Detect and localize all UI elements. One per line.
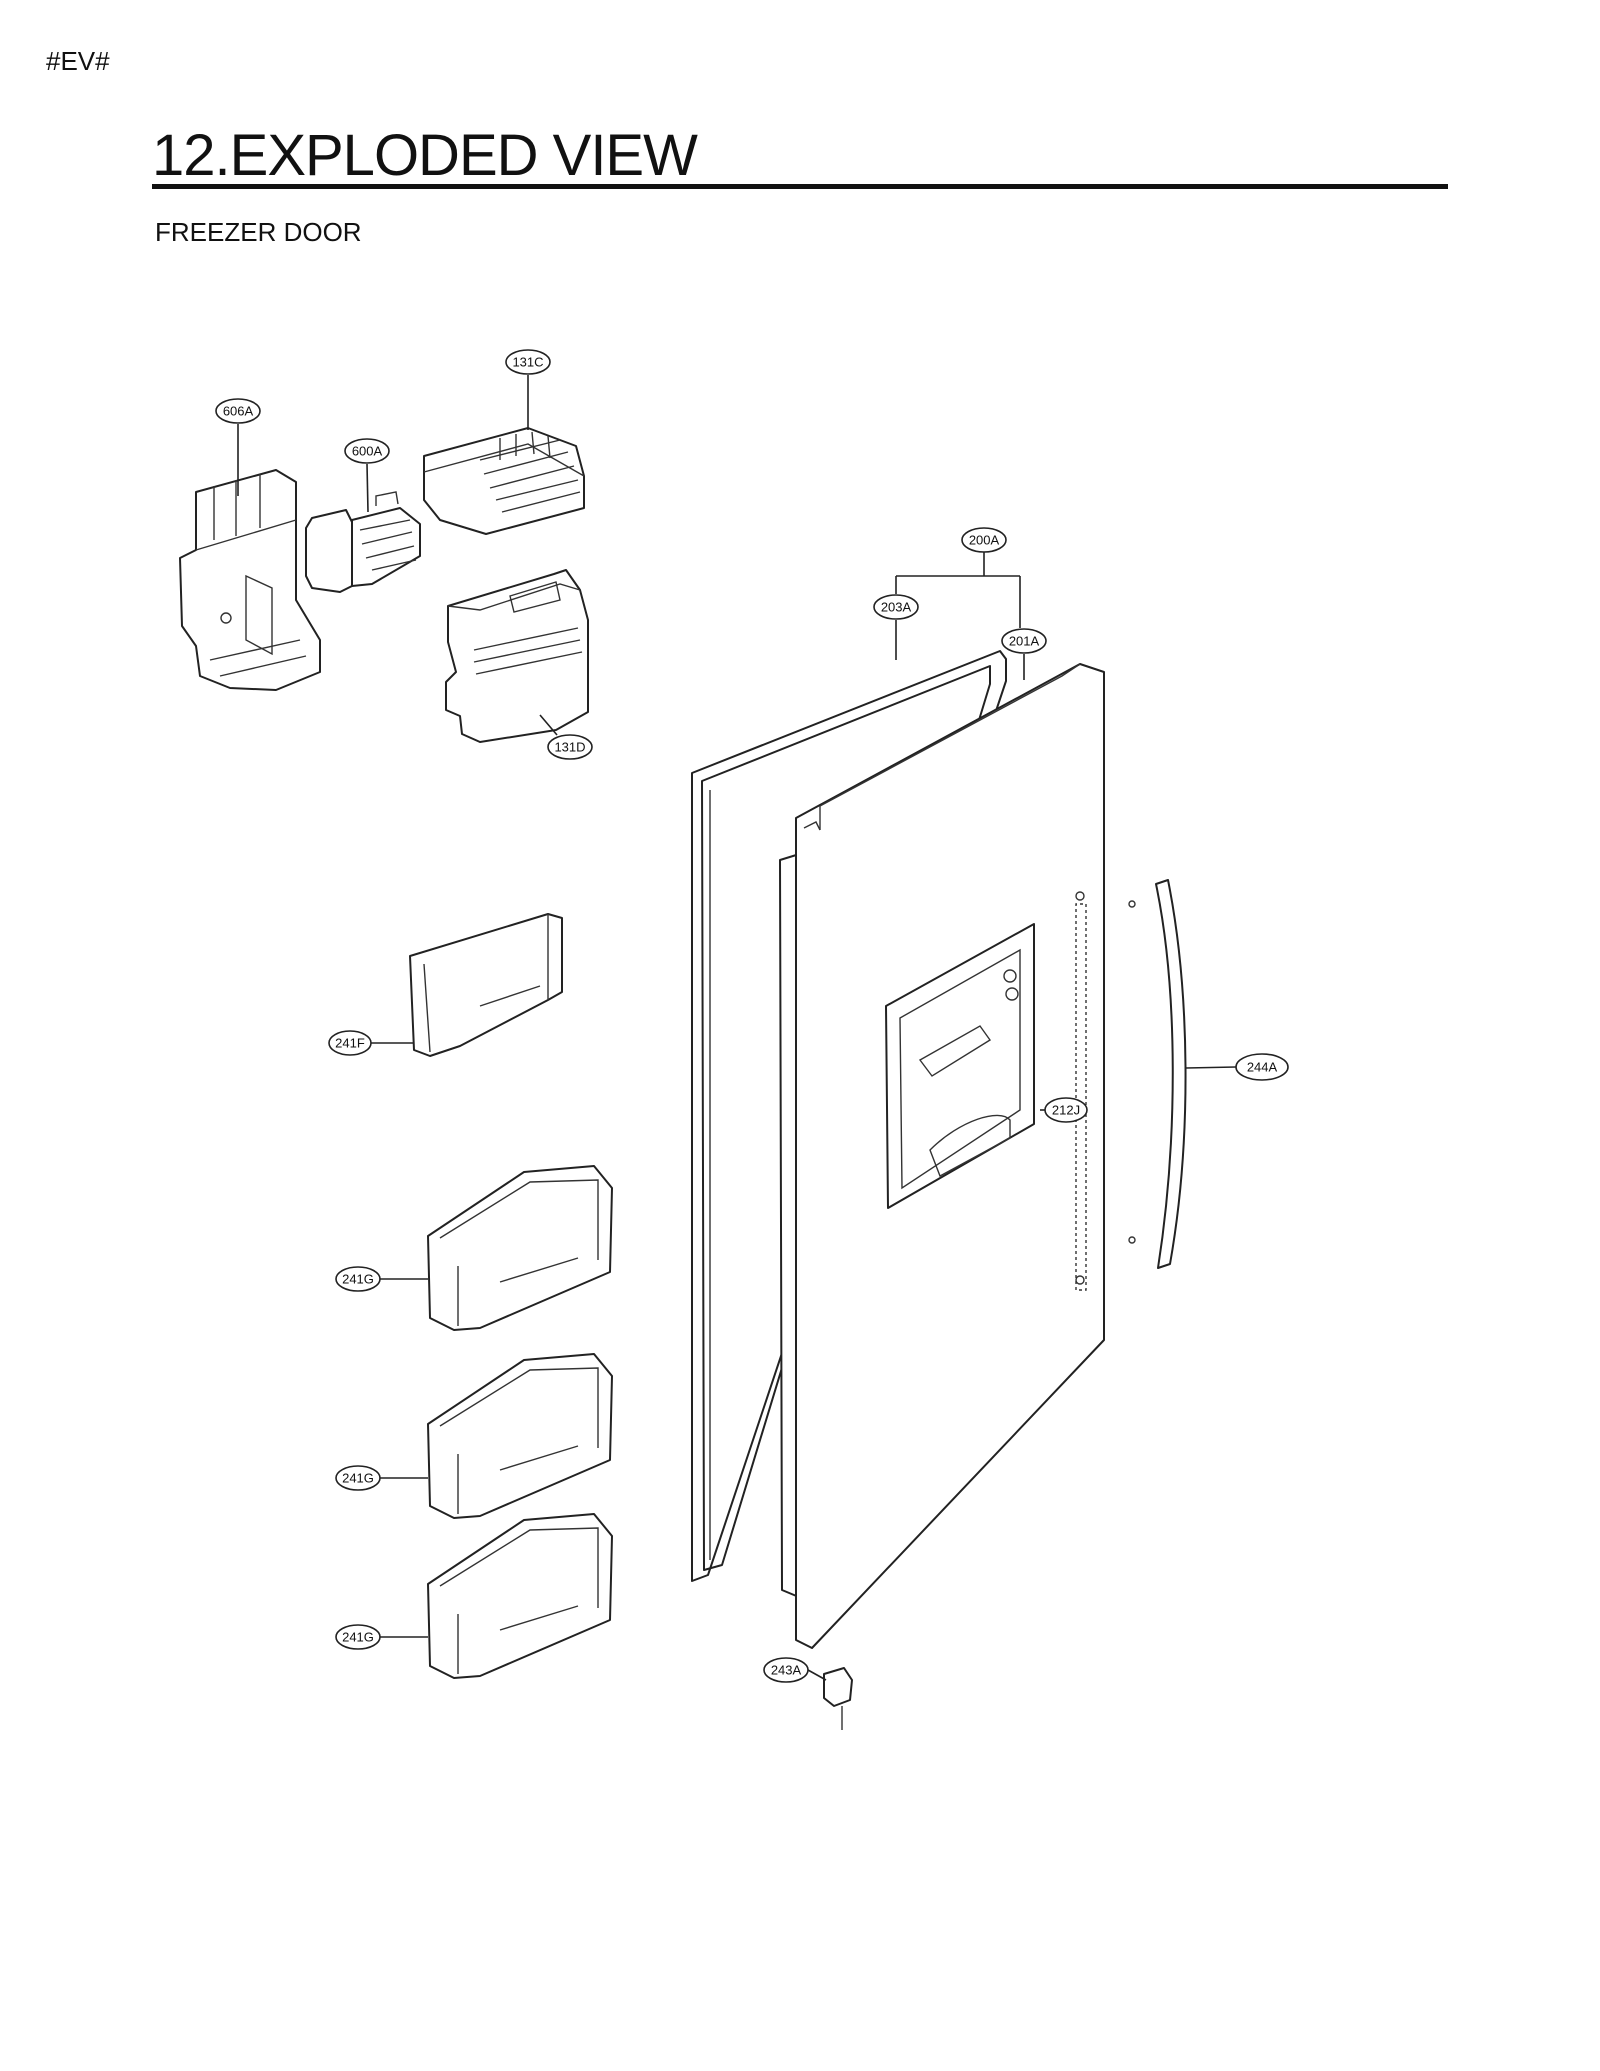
icebucket-lid (423, 427, 585, 535)
title-underline (152, 184, 1448, 189)
callout-201A: 201A (1001, 628, 1047, 654)
door-shelf-large-3 (427, 1513, 613, 1679)
page-title: 12.EXPLODED VIEW (152, 123, 698, 188)
callout-241G-1-text: 241G (342, 1271, 374, 1286)
callout-600A-text: 600A (352, 443, 383, 458)
callout-606A: 606A (215, 398, 261, 424)
leader-lines (237, 375, 1237, 1681)
callout-606A-text: 606A (223, 403, 254, 418)
callout-241G-3-text: 241G (342, 1629, 374, 1644)
callout-212J-text: 212J (1052, 1102, 1080, 1117)
callout-131D: 131D (547, 734, 593, 760)
icemaker-bracket (179, 469, 321, 691)
callout-241G-2: 241G (335, 1465, 381, 1491)
callout-131D-text: 131D (554, 739, 585, 754)
callout-200A: 200A (961, 527, 1007, 553)
callout-241F-text: 241F (335, 1035, 365, 1050)
door-shelf-large-2 (427, 1353, 613, 1519)
icebucket (445, 569, 589, 743)
callout-241G-2-text: 241G (342, 1470, 374, 1485)
icemaker-unit (305, 491, 421, 593)
callout-244A: 244A (1235, 1053, 1289, 1081)
dispenser-recess (885, 891, 1087, 1291)
callout-600A: 600A (344, 438, 390, 464)
page-marker: #EV# (46, 46, 110, 76)
section-subtitle: FREEZER DOOR (155, 217, 362, 247)
callout-244A-text: 244A (1247, 1059, 1278, 1074)
callout-131C-text: 131C (512, 354, 543, 369)
callout-200A-text: 200A (969, 532, 1000, 547)
callout-203A-text: 203A (881, 599, 912, 614)
callout-203A: 203A (873, 594, 919, 620)
callout-243A: 243A (763, 1657, 809, 1683)
door-shelf-small (409, 913, 563, 1057)
callout-243A-text: 243A (771, 1662, 802, 1677)
callout-212J: 212J (1044, 1097, 1088, 1123)
callout-131C: 131C (505, 349, 551, 375)
lower-hinge (823, 1667, 853, 1730)
callout-241F: 241F (328, 1030, 372, 1056)
callout-241G-3: 241G (335, 1624, 381, 1650)
callout-201A-text: 201A (1009, 633, 1040, 648)
door-shelf-large-1 (427, 1165, 613, 1331)
callout-241G-1: 241G (335, 1266, 381, 1292)
door-handle (1128, 879, 1187, 1269)
